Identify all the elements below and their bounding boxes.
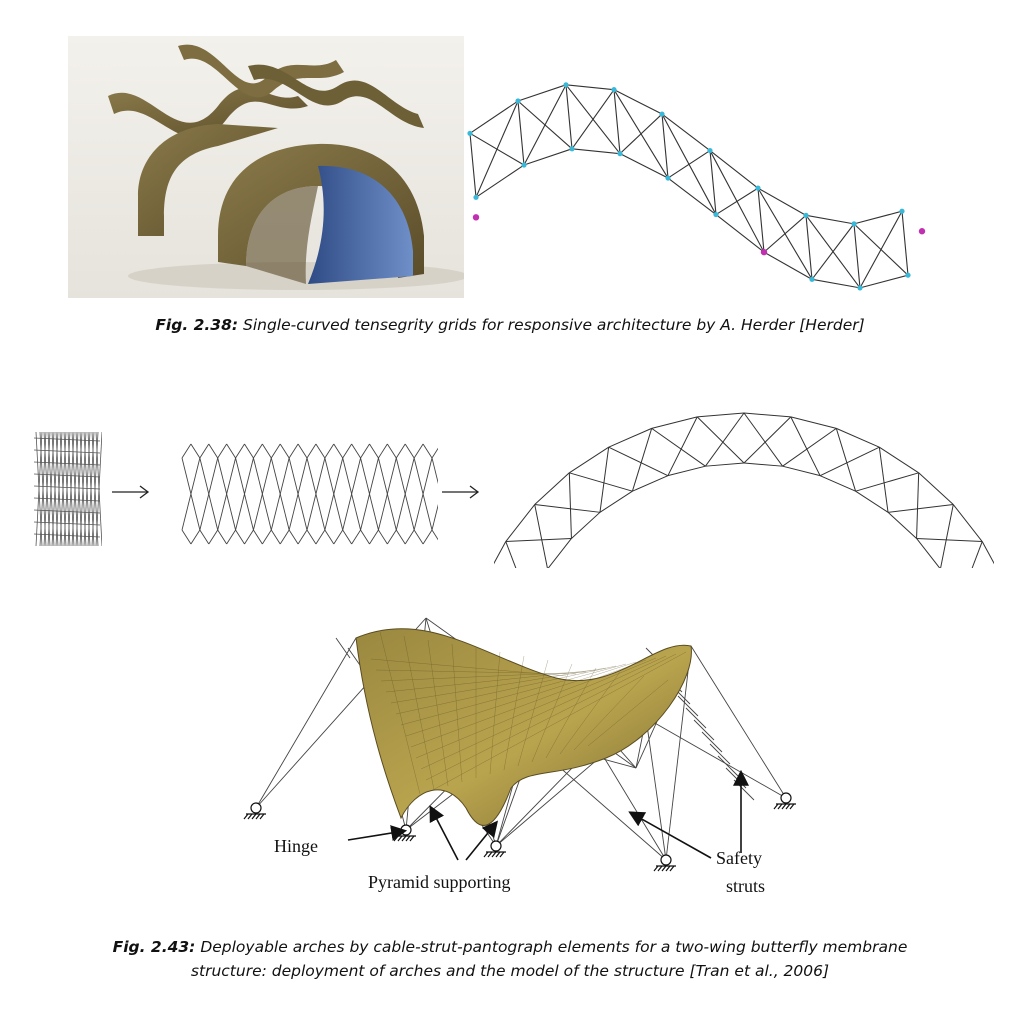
arrow-1: [110, 482, 154, 502]
label-struts: struts: [726, 876, 765, 896]
arrow-2: [440, 482, 484, 502]
figure-243-caption: Fig. 2.43: Deployable arches by cable-st…: [0, 935, 1020, 983]
folded-bundle: [30, 428, 102, 550]
deployed-arch: [494, 398, 994, 568]
tensegrity-grid-diagram: [460, 76, 960, 306]
figure-243-text-line1: Deployable arches by cable-strut-pantogr…: [200, 938, 907, 956]
label-pyramid-supporting: Pyramid supporting: [368, 872, 511, 892]
figure-243-number: Fig. 2.43:: [113, 938, 196, 956]
label-hinge: Hinge: [274, 836, 318, 856]
unfolded-pantograph: [176, 438, 438, 550]
figure-238-text: Single-curved tensegrity grids for respo…: [243, 316, 865, 334]
herder-shell-render: [68, 36, 464, 298]
figure-243-text-line2: structure: deployment of arches and the …: [0, 959, 1020, 983]
figure-238-number: Fig. 2.38:: [155, 316, 238, 334]
figure-238-caption: Fig. 2.38: Single-curved tensegrity grid…: [0, 313, 1020, 337]
butterfly-membrane-model: Hinge Pyramid supporting Safety struts: [226, 598, 816, 898]
label-safety: Safety: [716, 848, 762, 868]
